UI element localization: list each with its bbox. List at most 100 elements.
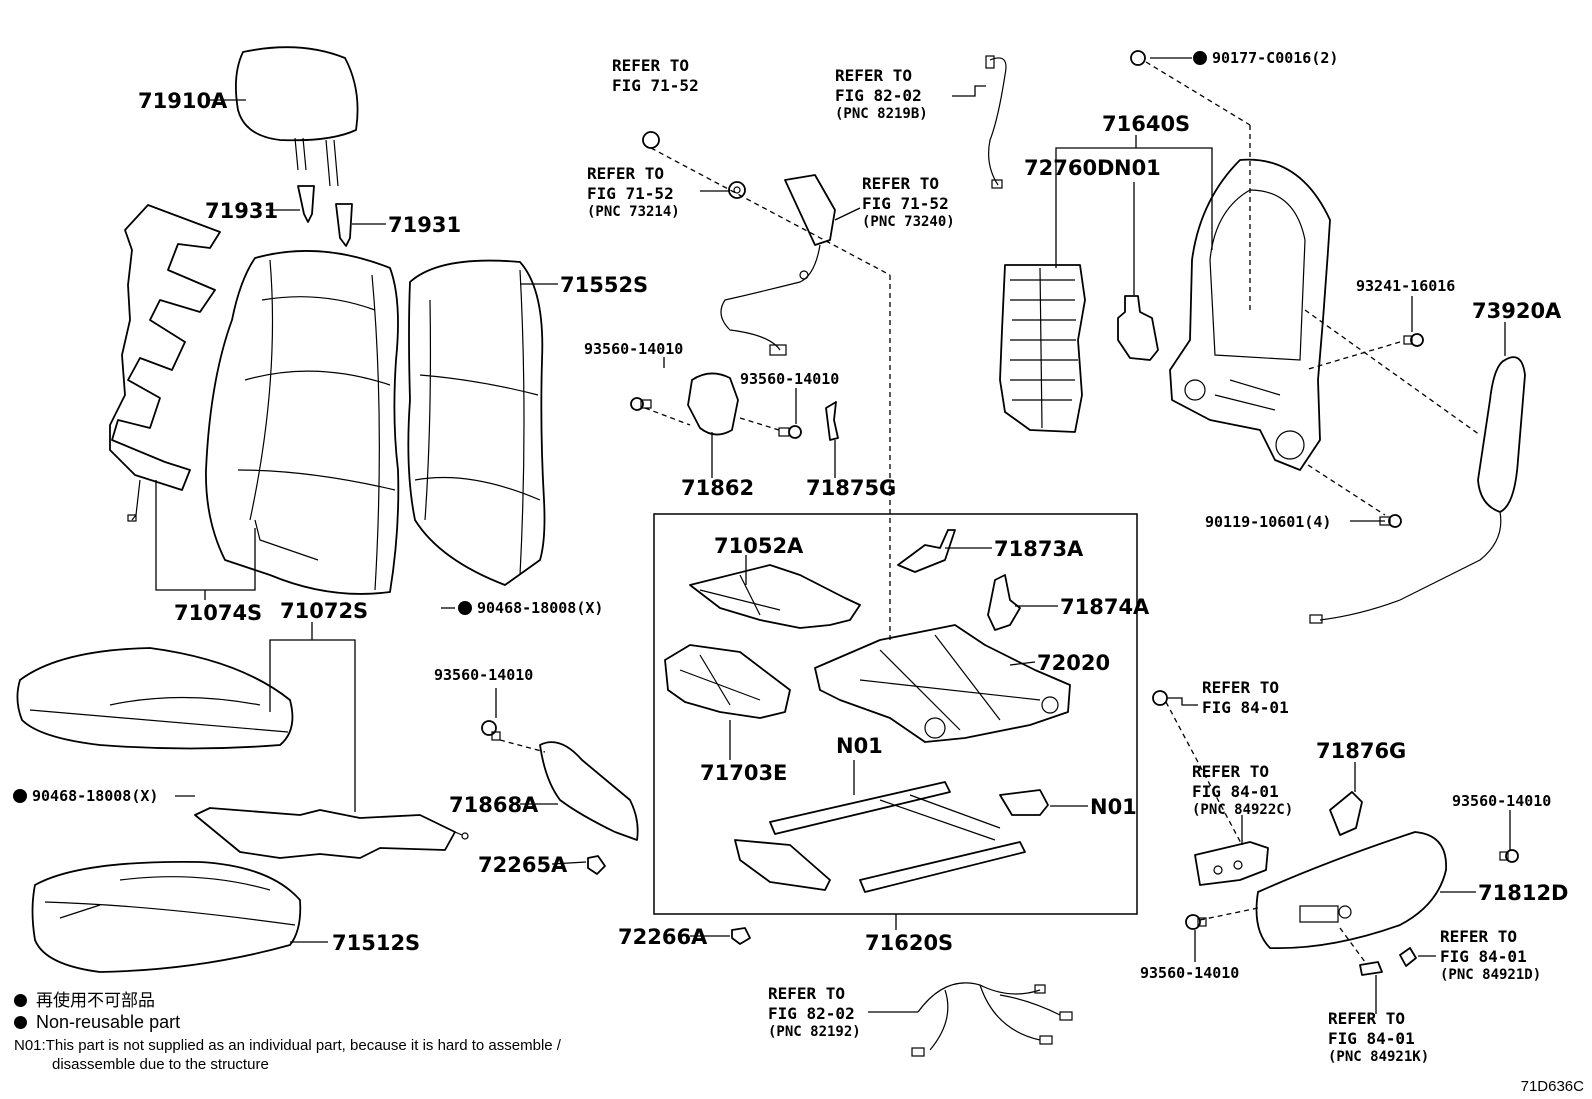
seat-pan-71052A-illustration [689,564,861,629]
seatback-cushion-illustration [407,259,546,586]
svg-text:(PNC 73214): (PNC 73214) [587,204,680,220]
part-71931-left: 71931 [205,199,278,223]
part-72265A: 72265A [478,853,568,877]
bracket-71876G-illustration [1329,791,1363,836]
part-71620S: 71620S [865,931,953,955]
code-93560-d: 93560-14010 [1452,792,1551,810]
bullet-icon [14,994,27,1007]
part-71873A: 71873A [994,537,1084,561]
part-71876G: 71876G [1316,739,1406,763]
seat-shield-illustration [1255,831,1447,950]
footnote-line-2: disassemble due to the structure [52,1056,269,1073]
part-71862: 71862 [681,476,754,500]
side-airbag-illustration [1309,356,1526,624]
svg-text:REFER TO: REFER TO [1328,1009,1405,1028]
nonreusable-dot-90468-b [13,789,27,803]
refer-fig-84-01-c: REFER TO FIG 84-01 (PNC 84921D) [1440,927,1541,983]
refer-fig-71-52-b: REFER TO FIG 71-52 (PNC 73214) [587,164,680,220]
seat-cushion-illustration [31,860,302,973]
svg-text:FIG 84-01: FIG 84-01 [1440,947,1527,966]
pan-71703E-illustration [664,644,791,719]
clip-71875G-illustration [825,401,839,441]
svg-text:FIG 82-02: FIG 82-02 [835,86,922,105]
svg-text:FIG 84-01: FIG 84-01 [1202,698,1289,717]
switch-bracket-illustration [1194,841,1269,886]
refer-fig-82-02-a: REFER TO FIG 82-02 (PNC 8219B) [835,66,928,122]
svg-text:REFER TO: REFER TO [768,984,845,1003]
part-71552S: 71552S [560,273,648,297]
code-90468-lower: 90468-18008(X) [32,787,158,805]
svg-text:REFER TO: REFER TO [612,56,689,75]
refer-fig-84-01-d: REFER TO FIG 84-01 (PNC 84921K) [1328,1009,1429,1065]
svg-text:FIG 71-52: FIG 71-52 [862,194,949,213]
seatback-frame-illustration [1169,158,1331,471]
wire-harness-illustration-lower [911,982,1073,1057]
svg-text:FIG 71-52: FIG 71-52 [612,76,699,95]
svg-text:(PNC 84921D): (PNC 84921D) [1440,967,1541,983]
svg-text:REFER TO: REFER TO [1192,762,1269,781]
refer-fig-82-02-b: REFER TO FIG 82-02 (PNC 82192) [768,984,861,1040]
code-93560-e: 93560-14010 [1140,964,1239,982]
wire-harness-illustration-upper [985,55,1007,189]
code-90468-upper: 90468-18008(X) [477,599,603,617]
part-71052A: 71052A [714,534,804,558]
part-71868A: 71868A [449,793,539,817]
footnote-n01: N01:This part is not supplied as an indi… [14,1036,561,1074]
refer-fig-84-01-b: REFER TO FIG 84-01 (PNC 84922C) [1192,762,1293,818]
part-72760D: 72760D [1024,156,1115,180]
refer-fig-71-52-c: REFER TO FIG 71-52 (PNC 73240) [862,174,955,230]
code-93560-c: 93560-14010 [434,666,533,684]
bracket-71874A-illustration [987,574,1021,631]
refer-labels: REFER TO FIG 71-52 REFER TO FIG 71-52 (P… [587,56,1541,1065]
seat-cushion-cover-illustration [16,647,294,750]
svg-text:FIG 82-02: FIG 82-02 [768,1004,855,1023]
svg-text:(PNC 8219B): (PNC 8219B) [835,106,928,122]
svg-text:(PNC 73240): (PNC 73240) [862,214,955,230]
svg-text:FIG 84-01: FIG 84-01 [1328,1029,1415,1048]
part-71512S: 71512S [332,931,420,955]
part-N01-track: N01 [836,734,883,758]
part-71074S: 71074S [174,601,262,625]
svg-text:REFER TO: REFER TO [1440,927,1517,946]
part-72266A: 72266A [618,925,708,949]
part-71812D: 71812D [1478,881,1569,905]
refer-fig-71-52-a: REFER TO FIG 71-52 [612,56,699,95]
code-93241: 93241-16016 [1356,277,1455,295]
svg-text:REFER TO: REFER TO [835,66,912,85]
svg-text:FIG 84-01: FIG 84-01 [1192,782,1279,801]
code-90177: 90177-C0016(2) [1212,49,1338,67]
seat-track-rails-illustration [734,781,1049,893]
legend-nonreusable-en: Non-reusable part [14,1012,180,1033]
part-71640S: 71640S [1102,112,1190,136]
part-71910A: 71910A [138,89,228,113]
svg-text:REFER TO: REFER TO [862,174,939,193]
svg-text:(PNC 84921K): (PNC 84921K) [1328,1049,1429,1065]
part-72020: 72020 [1037,651,1110,675]
cover-71868A-illustration [539,741,639,841]
refer-fig-84-01-a: REFER TO FIG 84-01 [1202,678,1289,717]
bracket-71873A-illustration [897,529,956,573]
legend-nonreusable-jp: 再使用不可部品 [14,986,155,1011]
lumbar-motor-illustration [1117,295,1159,361]
lumbar-support-illustration [999,264,1086,433]
svg-text:REFER TO: REFER TO [587,164,664,183]
code-93560-b: 93560-14010 [740,370,839,388]
svg-text:FIG 71-52: FIG 71-52 [587,184,674,203]
code-labels: 90177-C0016(2) 93241-16016 90119-10601(4… [13,49,1551,982]
headrest-illustration [234,46,359,187]
part-N01-lumbar: N01 [1114,156,1161,180]
nonreusable-dot-90177 [1193,51,1207,65]
svg-text:(PNC 84922C): (PNC 84922C) [1192,802,1293,818]
lumbar-harness-illustration [720,174,836,356]
footnote-line-1: N01:This part is not supplied as an indi… [14,1037,561,1054]
code-93560-a: 93560-14010 [584,340,683,358]
svg-text:(PNC 82192): (PNC 82192) [768,1024,861,1040]
seat-frame-72020-illustration [814,624,1071,743]
part-71703E: 71703E [700,761,787,785]
seatback-heater-illustration [109,204,221,522]
seat-cushion-heater-illustration [194,807,469,859]
part-73920A: 73920A [1472,299,1562,323]
code-90119: 90119-10601(4) [1205,513,1331,531]
bracket-71862-illustration [687,372,739,436]
headrest-guide-illustration [297,185,353,247]
